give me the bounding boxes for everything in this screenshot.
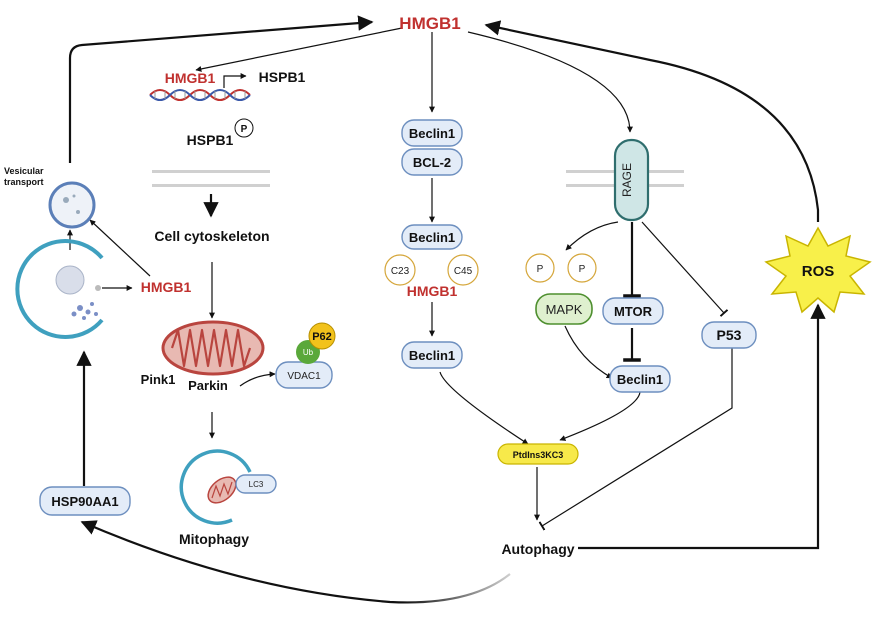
hmgb1-top-label: HMGB1 bbox=[399, 14, 460, 33]
arrow-vesicle-to-hmgb1 bbox=[68, 15, 374, 163]
hsp90aa1-label: HSP90AA1 bbox=[51, 494, 118, 509]
arrow-mapk-to-beclin1 bbox=[564, 325, 613, 379]
ptdins3kc3-node bbox=[497, 443, 579, 465]
p62-node bbox=[308, 322, 336, 350]
mitochondrion-icon bbox=[161, 320, 265, 376]
arrow-hmgb1-to-vesicle bbox=[89, 219, 151, 277]
c23-label: C23 bbox=[391, 266, 410, 277]
p-right-label: P bbox=[579, 264, 586, 275]
ros-label: ROS bbox=[802, 263, 835, 280]
mapk-label: MAPK bbox=[546, 302, 583, 317]
connectors bbox=[67, 15, 826, 604]
parkin-label: Parkin bbox=[188, 378, 228, 393]
vesicular-transport-label: Vesicular transport bbox=[4, 166, 46, 187]
hsp90aa1-node bbox=[39, 486, 131, 516]
beclin1-b-label: Beclin1 bbox=[409, 230, 455, 245]
arrow-beclin1d-to-ptdins bbox=[559, 391, 641, 441]
cell-cytoskeleton-label: Cell cytoskeleton bbox=[154, 228, 269, 244]
p-right-node bbox=[567, 253, 597, 283]
hspb1-p-circle bbox=[234, 118, 254, 138]
c45-node bbox=[447, 254, 479, 286]
mtor-node bbox=[602, 297, 664, 325]
mitophagy-label: Mitophagy bbox=[179, 531, 249, 547]
hspb1-gene-label: HSPB1 bbox=[259, 69, 306, 85]
ptdins3kc3-label: PtdIns3KC3 bbox=[513, 450, 564, 460]
arrow-ros-to-hmgb1 bbox=[484, 20, 820, 222]
beclin1-c-node bbox=[401, 341, 463, 369]
lc3-node bbox=[235, 474, 277, 494]
p53-node bbox=[701, 321, 757, 349]
beclin1-d-node bbox=[609, 365, 671, 393]
dna-helix-icon bbox=[149, 89, 251, 101]
vdac1-label: VDAC1 bbox=[287, 371, 321, 382]
vesicle-icon bbox=[48, 181, 96, 229]
hmgb1-mid-label: HMGB1 bbox=[407, 283, 458, 299]
arrow-transcription bbox=[223, 73, 247, 88]
beclin1-a-node bbox=[401, 119, 463, 147]
p-left-node bbox=[525, 253, 555, 283]
beclin1-a-label: Beclin1 bbox=[409, 126, 455, 141]
cell-icon bbox=[15, 239, 104, 339]
rage-label: RAGE bbox=[620, 163, 634, 197]
bcl2-label: BCL-2 bbox=[413, 155, 451, 170]
c23-node bbox=[384, 254, 416, 286]
hmgb1-gene-label: HMGB1 bbox=[165, 70, 216, 86]
beclin1-b-node bbox=[401, 224, 463, 250]
arrow-hmgb1-to-gene bbox=[195, 27, 403, 72]
inhibit-rage-p53 bbox=[641, 221, 729, 317]
inhibit-p53-autophagy bbox=[538, 348, 733, 531]
beclin1-d-label: Beclin1 bbox=[617, 372, 663, 387]
p62-label: P62 bbox=[312, 331, 332, 343]
hspb1-p-label: HSPB1 bbox=[187, 132, 234, 148]
membrane-left bbox=[152, 170, 270, 187]
bcl2-node bbox=[401, 148, 463, 176]
arrow-beclin1-to-ptdins bbox=[439, 371, 529, 445]
hspb1-p-mark: P bbox=[241, 124, 248, 135]
rage-node bbox=[613, 138, 650, 222]
c45-label: C45 bbox=[454, 266, 473, 277]
arrow-autophagy-to-ros bbox=[578, 303, 826, 550]
lc3-label: LC3 bbox=[249, 480, 264, 489]
p53-label: P53 bbox=[717, 327, 742, 343]
arrow-autophagy-to-hsp90aa1 bbox=[80, 520, 511, 604]
p-left-label: P bbox=[537, 264, 544, 275]
arrow-hmgb1-to-rage bbox=[467, 31, 633, 133]
beclin1-c-label: Beclin1 bbox=[409, 348, 455, 363]
ros-burst-icon bbox=[764, 226, 872, 314]
ub-label: Ub bbox=[303, 348, 314, 357]
mapk-node bbox=[535, 293, 593, 325]
pink1-label: Pink1 bbox=[141, 372, 176, 387]
mtor-label: MTOR bbox=[614, 304, 653, 319]
hmgb1-left-label: HMGB1 bbox=[141, 279, 192, 295]
arrow-rage-to-p bbox=[565, 221, 619, 251]
autophagy-label: Autophagy bbox=[501, 541, 574, 557]
mitophagy-icon bbox=[179, 449, 252, 525]
arrow-parkin-to-vdac1 bbox=[239, 371, 276, 387]
